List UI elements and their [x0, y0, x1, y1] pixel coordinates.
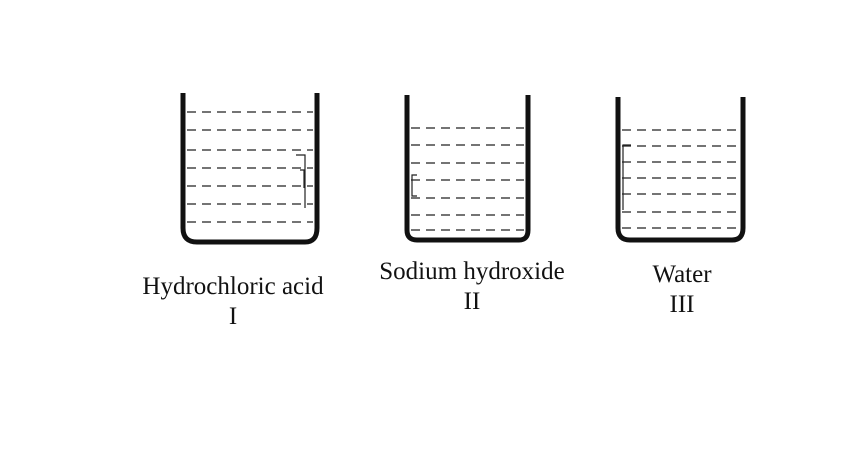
beaker-inner-edge: [296, 154, 306, 208]
beaker-hydrochloric-acid: [180, 93, 320, 245]
beaker-name: Water: [652, 261, 712, 288]
beaker-water: [615, 97, 746, 243]
beaker-inner-edge: [622, 144, 631, 210]
beaker-sodium-hydroxide: [404, 95, 531, 243]
beaker-name: Hydrochloric acid: [142, 273, 324, 300]
liquid-lines: [411, 127, 524, 231]
beaker-label-hydrochloric-acid: Hydrochloric acid I: [118, 272, 348, 332]
beaker-numeral: I: [228, 303, 238, 330]
beaker-outline: [404, 95, 531, 243]
liquid-lines: [622, 129, 739, 229]
beaker-inner-edge: [411, 174, 417, 197]
beaker-name: Sodium hydroxide: [379, 258, 565, 285]
liquid-lines: [187, 111, 313, 223]
beaker-label-sodium-hydroxide: Sodium hydroxide II: [352, 257, 592, 317]
beaker-outline: [180, 93, 320, 245]
beaker-label-water: Water III: [612, 260, 752, 320]
beaker-numeral: III: [669, 291, 695, 318]
beaker-outline: [615, 97, 746, 243]
beaker-numeral: II: [463, 288, 481, 315]
